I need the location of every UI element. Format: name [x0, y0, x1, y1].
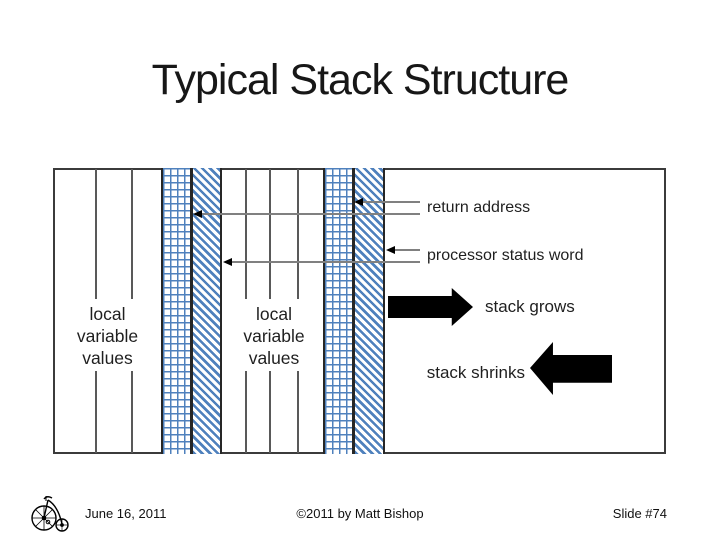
- cell-divider-line: [269, 169, 271, 299]
- stack-grows-label: stack grows: [485, 297, 575, 316]
- return-address-connector-frame2: [362, 201, 420, 203]
- arrowhead-left-icon: [386, 246, 395, 254]
- return-address-connector-frame1: [201, 213, 420, 215]
- cell-divider-line: [131, 371, 133, 453]
- psw-connector-frame2: [395, 249, 420, 251]
- label-line: local: [89, 304, 126, 324]
- psw-connector-frame1: [231, 261, 420, 263]
- label-line: variable: [243, 326, 305, 346]
- cell-divider-line: [269, 371, 271, 453]
- label-line: values: [82, 348, 133, 368]
- cell-divider-line: [95, 371, 97, 453]
- cell-divider-line: [95, 169, 97, 299]
- cell-divider-line: [297, 169, 299, 299]
- cell-divider-line: [131, 169, 133, 299]
- cell-divider-line: [245, 169, 247, 299]
- penny-farthing-bicycle-icon: [31, 496, 69, 532]
- label-line: values: [248, 348, 300, 368]
- stack-shrinks-label: stack shrinks: [426, 363, 525, 382]
- footer-slide-number: Slide #74: [612, 506, 667, 521]
- footer-copyright: ©2011 by Matt Bishop: [296, 506, 424, 521]
- cell-divider-line: [245, 371, 247, 453]
- arrowhead-left-icon: [354, 198, 363, 206]
- label-line: local: [256, 304, 292, 324]
- cell-divider-line: [297, 371, 299, 453]
- arrowhead-left-icon: [193, 210, 202, 218]
- return-address-column-frame2: [323, 168, 354, 454]
- return-address-label: return address: [427, 199, 531, 216]
- slide-title: Typical Stack Structure: [151, 56, 570, 104]
- processor-status-word-label: processor status word: [427, 247, 584, 264]
- label-line: variable: [76, 326, 139, 346]
- return-address-column-frame1: [161, 168, 192, 454]
- local-variable-values-label-frame2: local variable values: [224, 303, 324, 369]
- arrowhead-left-icon: [223, 258, 232, 266]
- footer-date: June 16, 2011: [85, 506, 167, 521]
- processor-status-word-column-frame2: [353, 168, 385, 454]
- local-variable-values-label-frame1: local variable values: [55, 303, 160, 369]
